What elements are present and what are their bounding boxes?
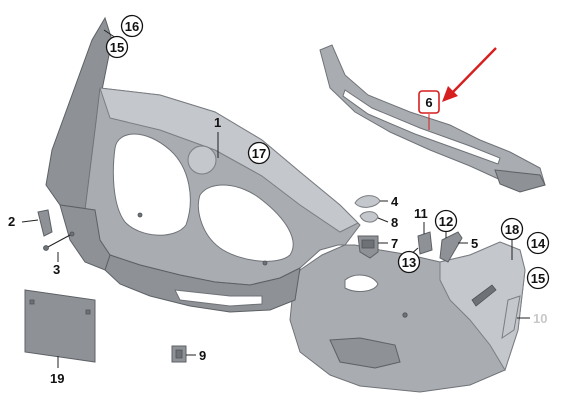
callout-label: 8 — [391, 215, 398, 230]
callout-circle — [500, 217, 524, 241]
callout-label: 18 — [505, 222, 519, 237]
callout-9: 9 — [199, 348, 206, 363]
callout-label: 19 — [50, 371, 64, 386]
bracket-part-5 — [439, 231, 463, 263]
callout-label: 12 — [439, 214, 453, 229]
callout-18: 18 — [500, 217, 524, 241]
callout-circle — [434, 209, 458, 233]
callout-label: 4 — [391, 194, 399, 209]
callout-5: 5 — [471, 236, 478, 251]
callout-label: 5 — [471, 236, 478, 251]
callout-label: 3 — [53, 262, 60, 277]
callout-circle — [105, 35, 129, 59]
front-bumper-panel — [45, 16, 526, 393]
callout-label: 13 — [402, 255, 416, 270]
callout-17: 17 — [247, 141, 271, 165]
bracket-part-11 — [417, 231, 433, 255]
callout-label: 15 — [110, 40, 124, 55]
callout-19: 19 — [50, 371, 64, 386]
callout-13: 13 — [397, 250, 421, 274]
highlight-arrow — [442, 47, 497, 102]
clip-part-8 — [359, 211, 379, 223]
callout-label: 7 — [391, 236, 398, 251]
callout-circle — [120, 14, 144, 38]
callout-6-highlighted: 6 — [418, 90, 440, 114]
callout-label: 15 — [531, 271, 545, 286]
callout-label: 14 — [531, 236, 546, 251]
callout-1: 1 — [214, 115, 221, 130]
lower-trim-part-6 — [319, 44, 546, 193]
trim-strip-part-10 — [501, 295, 521, 340]
callout-label: 6 — [425, 95, 432, 110]
callout-circle — [526, 231, 550, 255]
callout-11: 11 — [414, 206, 428, 221]
clip-part-3 — [43, 231, 75, 251]
callout-10: 10 — [533, 311, 547, 326]
callout-12: 12 — [434, 209, 458, 233]
callout-label: 17 — [252, 146, 266, 161]
callout-label: 9 — [199, 348, 206, 363]
callout-16: 16 — [120, 14, 144, 38]
bracket-part-2 — [37, 209, 53, 237]
callout-circle — [526, 266, 550, 290]
callout-3: 3 — [53, 262, 60, 277]
callout-label: 2 — [8, 214, 15, 229]
license-plate-base-19 — [24, 289, 96, 363]
callout-circle — [397, 250, 421, 274]
callout-4: 4 — [391, 194, 399, 209]
callout-label: 10 — [533, 311, 547, 326]
bracket-part-7 — [357, 235, 379, 259]
callout-15-left: 15 — [105, 35, 129, 59]
callout-7: 7 — [391, 236, 398, 251]
cover-part-4 — [354, 195, 381, 208]
callout-circle — [247, 141, 271, 165]
callout-label: 16 — [125, 19, 139, 34]
clip-part-9 — [171, 345, 187, 363]
callout-2: 2 — [8, 214, 15, 229]
callout-label: 1 — [214, 115, 221, 130]
callout-label: 11 — [414, 206, 428, 221]
callout-14: 14 — [526, 231, 550, 255]
callout-15-right: 15 — [526, 266, 550, 290]
callout-8: 8 — [391, 215, 398, 230]
